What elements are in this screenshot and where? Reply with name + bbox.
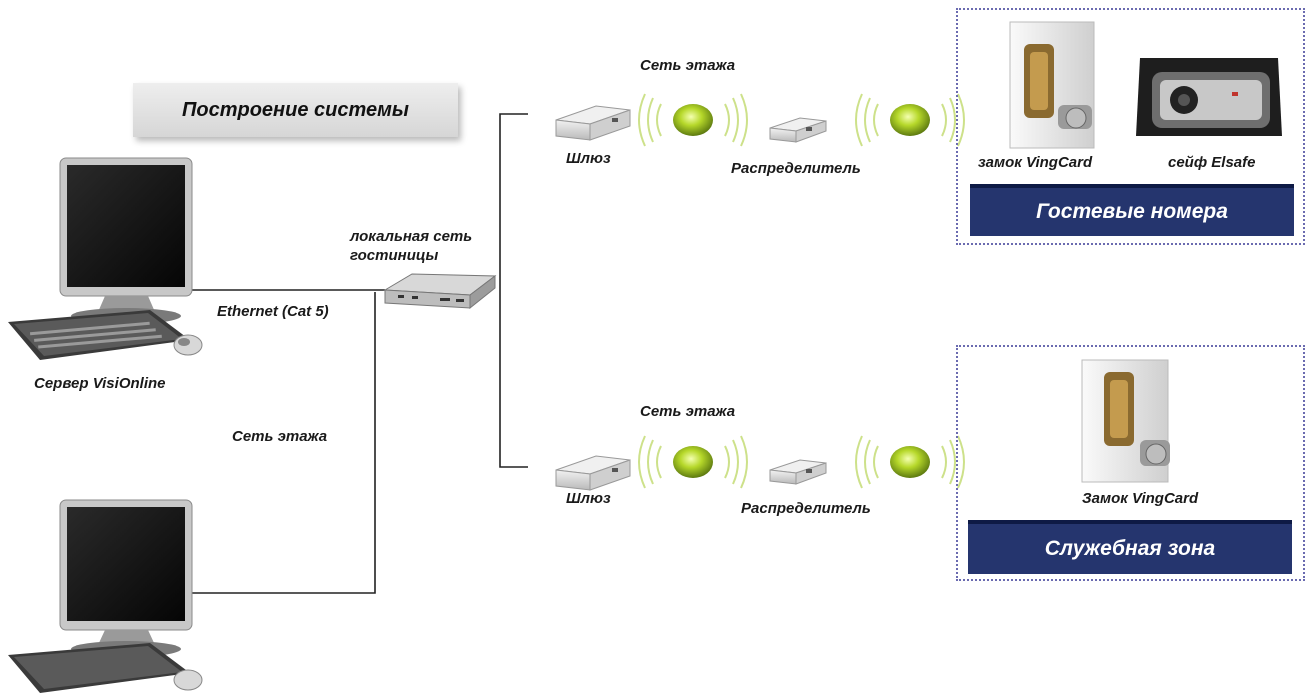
lock-top-label: замок VingCard: [978, 154, 1093, 171]
door-lock-icon: [1009, 21, 1095, 149]
lan-switch-icon: [383, 273, 497, 310]
lan-label-line2: гостиницы: [350, 247, 439, 264]
link-floor-pc: [185, 292, 376, 594]
door-lock-icon: [1081, 359, 1170, 483]
wireless-signal-icon: [855, 93, 965, 147]
safe-label: сейф Elsafe: [1168, 154, 1256, 171]
connection-lines: [185, 113, 528, 594]
wireless-signal-icon: [855, 435, 965, 489]
gateway-bottom-label: Шлюз: [566, 490, 611, 507]
workstation-computer-icon: [8, 499, 203, 693]
distributor-bottom-label: Распределитель: [741, 500, 871, 517]
title-box: Построение системы: [133, 83, 458, 137]
gateway-top-label: Шлюз: [566, 150, 611, 167]
wireless-signal-icon: [638, 435, 748, 489]
lan-label: локальная сеть гостиницы: [350, 227, 472, 265]
server-computer-icon: [8, 157, 203, 360]
safe-icon: [1136, 58, 1282, 136]
distributor-top-label: Распределитель: [731, 160, 861, 177]
gateway-device-top-icon: [555, 105, 631, 141]
distributor-device-top-icon: [769, 117, 827, 143]
service-zone-banner: Служебная зона: [968, 520, 1292, 574]
gateway-device-bottom-icon: [555, 455, 631, 491]
link-lan-bottom: [499, 290, 528, 468]
floor-network-top-label: Сеть этажа: [640, 57, 736, 74]
lock-bottom-label: Замок VingCard: [1082, 490, 1199, 507]
lan-label-line1: локальная сеть: [350, 228, 473, 245]
service-zone: [956, 345, 1305, 581]
guest-rooms-zone: [956, 8, 1305, 245]
floor-network-label: Сеть этажа: [232, 428, 328, 445]
page-title: Построение системы: [181, 98, 410, 121]
floor-network-bottom-label: Сеть этажа: [640, 403, 736, 420]
link-lan-top: [499, 113, 528, 290]
server-label: Сервер VisiOnline: [34, 375, 166, 392]
wireless-signal-icon: [638, 93, 748, 147]
ethernet-label: Ethernet (Cat 5): [217, 303, 329, 320]
guest-rooms-banner: Гостевые номера: [970, 184, 1294, 236]
distributor-device-bottom-icon: [769, 459, 827, 485]
